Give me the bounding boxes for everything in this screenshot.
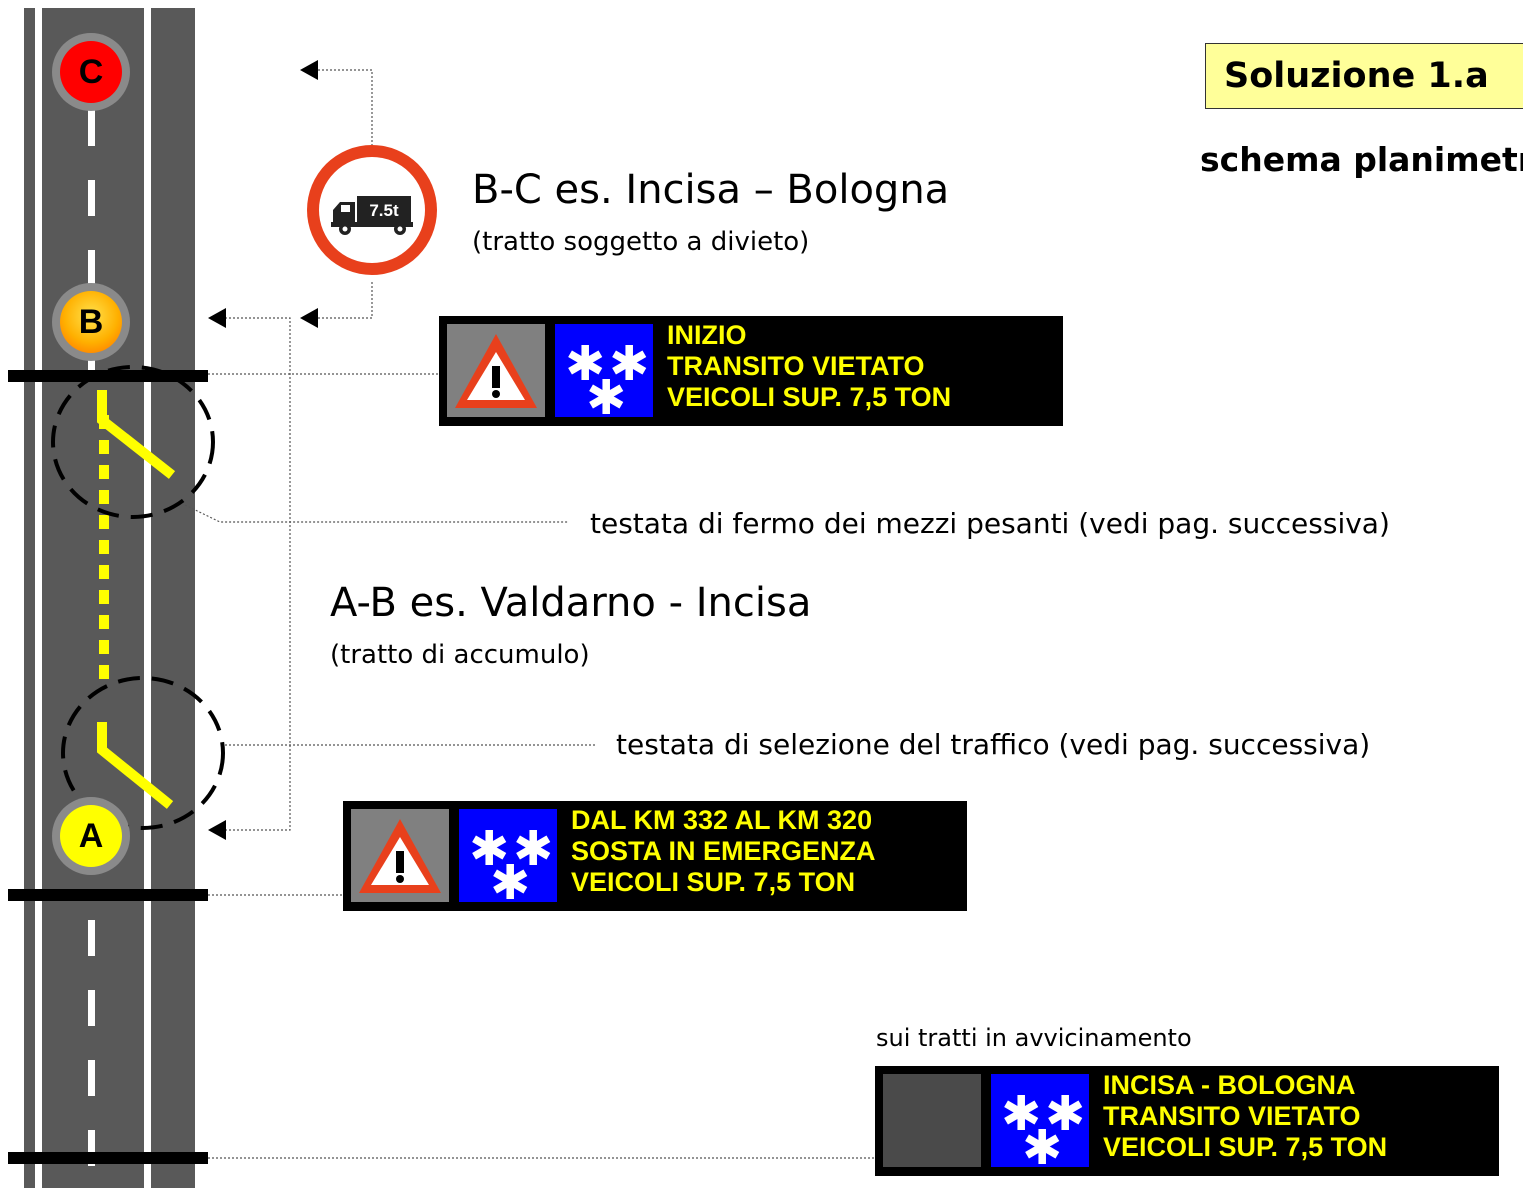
node-b: B xyxy=(52,283,130,361)
pmv-3-blank-panel xyxy=(883,1074,981,1167)
note-stop-head: testata di fermo dei mezzi pesanti (vedi… xyxy=(590,507,1390,540)
pmv-1-line-3: VEICOLI SUP. 7,5 TON xyxy=(667,382,952,412)
no-trucks-7.5t-sign: 7.5t xyxy=(307,145,437,275)
pmv-1-line-2: TRANSITO VIETATO xyxy=(667,351,925,381)
stop-head-marking xyxy=(97,390,176,479)
warning-triangle-icon xyxy=(455,334,537,408)
note-selection-head: testata di selezione del traffico (vedi … xyxy=(616,728,1371,761)
connector-lines xyxy=(184,69,875,1159)
pmv-3-line-2: TRANSITO VIETATO xyxy=(1103,1101,1361,1131)
road xyxy=(24,8,195,1188)
pmv-3-line-3: VEICOLI SUP. 7,5 TON xyxy=(1103,1132,1388,1162)
pmv-3-message: INCISA - BOLOGNA TRANSITO VIETATO VEICOL… xyxy=(1103,1070,1387,1163)
snowflake-icon: ✱ xyxy=(1045,1086,1086,1142)
node-a: A xyxy=(52,797,130,875)
pmv-1-line-1: INIZIO xyxy=(667,320,747,350)
section-bar-3 xyxy=(8,1152,208,1164)
pmv-2-line-3: VEICOLI SUP. 7,5 TON xyxy=(571,867,856,897)
road-edge-line-left xyxy=(35,8,42,1188)
segment-ab-subtitle: (tratto di accumulo) xyxy=(330,640,590,670)
snowflake-icon: ✱ xyxy=(609,336,650,392)
snowflake-icon: ✱ xyxy=(469,821,510,877)
node-c: C xyxy=(52,33,130,111)
node-b-label: B xyxy=(60,291,122,353)
warning-triangle-icon xyxy=(359,819,441,893)
snowflake-icon: ✱ xyxy=(1001,1086,1042,1142)
snowflake-icon: ✱ xyxy=(490,855,531,911)
pmv-2-line-2: SOSTA IN EMERGENZA xyxy=(571,836,876,866)
pmv-2-message: DAL KM 332 AL KM 320 SOSTA IN EMERGENZA … xyxy=(571,805,876,898)
road-edge-line-right xyxy=(144,8,151,1188)
node-a-label: A xyxy=(60,805,122,867)
segment-ab-title: A-B es. Valdarno - Incisa xyxy=(330,580,812,626)
section-bar-1 xyxy=(8,370,208,382)
road-center-dashes xyxy=(88,110,95,1166)
snowflake-icon: ✱ xyxy=(513,821,554,877)
segment-bc-title: B-C es. Incisa – Bologna xyxy=(472,167,950,213)
variable-message-sign-3: ✱ ✱ ✱ INCISA - BOLOGNA TRANSITO VIETATO … xyxy=(875,1066,1499,1176)
section-bar-2 xyxy=(8,889,208,901)
stop-head-circle xyxy=(51,365,215,519)
selection-head-marking xyxy=(97,722,174,809)
page-subtitle: schema planimetrico xyxy=(1200,140,1523,179)
note-approach: sui tratti in avvicinamento xyxy=(876,1024,1192,1052)
pmv-1-snow-panel: ✱ ✱ ✱ xyxy=(555,324,653,422)
snowflake-icon: ✱ xyxy=(1022,1120,1063,1176)
pmv-2-warning-panel xyxy=(351,809,449,902)
snowflake-icon: ✱ xyxy=(565,336,606,392)
pmv-2-snow-panel: ✱ ✱ ✱ xyxy=(459,809,557,907)
page-title: Soluzione 1.a xyxy=(1205,43,1523,109)
selection-head-circle xyxy=(61,676,225,830)
truck-icon: 7.5t xyxy=(331,196,413,235)
segment-bc-subtitle: (tratto soggetto a divieto) xyxy=(472,227,810,257)
pmv-1-message: INIZIO TRANSITO VIETATO VEICOLI SUP. 7,5… xyxy=(667,320,951,413)
weight-limit-label: 7.5t xyxy=(369,201,399,220)
pmv-2-line-1: DAL KM 332 AL KM 320 xyxy=(571,805,873,835)
snowflake-icon: ✱ xyxy=(586,370,627,426)
node-c-label: C xyxy=(60,41,122,103)
variable-message-sign-1: ✱ ✱ ✱ INIZIO TRANSITO VIETATO VEICOLI SU… xyxy=(439,316,1063,426)
pmv-3-snow-panel: ✱ ✱ ✱ xyxy=(991,1074,1089,1172)
pmv-1-warning-panel xyxy=(447,324,545,417)
pmv-3-line-1: INCISA - BOLOGNA xyxy=(1103,1070,1356,1100)
arrowheads xyxy=(208,60,318,840)
variable-message-sign-2: ✱ ✱ ✱ DAL KM 332 AL KM 320 SOSTA IN EMER… xyxy=(343,801,967,911)
